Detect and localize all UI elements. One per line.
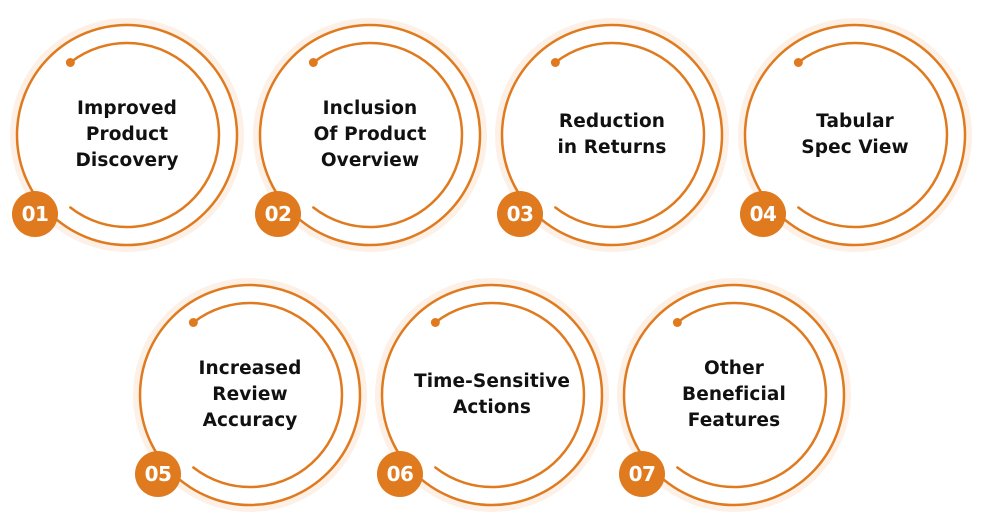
feature-rings: [10, 18, 244, 252]
feature-number-badge: 02: [255, 191, 301, 237]
feature-label: Reduction in Returns: [557, 111, 667, 158]
inner-arc: [434, 301, 586, 489]
feature-rings: [738, 18, 972, 252]
feature-item: Time-Sensitive Actions 06: [372, 275, 612, 515]
inner-arc: [192, 301, 344, 489]
outer-ring: [15, 23, 239, 247]
arc-start-dot: [793, 58, 803, 67]
inner-arc: [554, 41, 706, 229]
arc-start-dot: [308, 58, 318, 67]
feature-label: Inclusion Of Product Overview: [313, 98, 427, 171]
feature-item: Tabular Spec View 04: [735, 15, 975, 255]
feature-item: Increased Review Accuracy 05: [130, 275, 370, 515]
feature-item: Other Beneficial Features 07: [614, 275, 854, 515]
arc-start-dot: [430, 318, 440, 327]
inner-arc: [69, 41, 221, 229]
outer-ring: [743, 23, 967, 247]
inner-arc: [797, 41, 949, 229]
feature-rings: [375, 278, 609, 512]
feature-rings: [253, 18, 487, 252]
inner-arc: [676, 301, 828, 489]
outer-ring: [138, 283, 362, 507]
arc-start-dot: [672, 318, 682, 327]
feature-label: Tabular Spec View: [801, 111, 909, 158]
outer-ring: [500, 23, 724, 247]
feature-number-badge: 07: [619, 451, 665, 497]
feature-label: Other Beneficial Features: [682, 358, 786, 431]
feature-number-badge: 04: [740, 191, 786, 237]
feature-number-badge: 05: [135, 451, 181, 497]
outer-ring: [258, 23, 482, 247]
feature-number-badge: 01: [12, 191, 58, 237]
outer-ring: [622, 283, 846, 507]
feature-item: Inclusion Of Product Overview 02: [250, 15, 490, 255]
arc-start-dot: [65, 58, 75, 67]
feature-item: Reduction in Returns 03: [492, 15, 732, 255]
feature-rings: [133, 278, 367, 512]
feature-label: Improved Product Discovery: [75, 98, 179, 171]
outer-ring: [380, 283, 604, 507]
feature-label: Time-Sensitive Actions: [413, 371, 571, 418]
feature-number-badge: 06: [377, 451, 423, 497]
feature-number-badge: 03: [497, 191, 543, 237]
arc-start-dot: [188, 318, 198, 327]
feature-item: Improved Product Discovery 01: [7, 15, 247, 255]
feature-label: Increased Review Accuracy: [198, 358, 302, 431]
feature-rings: [617, 278, 851, 512]
feature-rings: [495, 18, 729, 252]
inner-arc: [312, 41, 464, 229]
arc-start-dot: [550, 58, 560, 67]
